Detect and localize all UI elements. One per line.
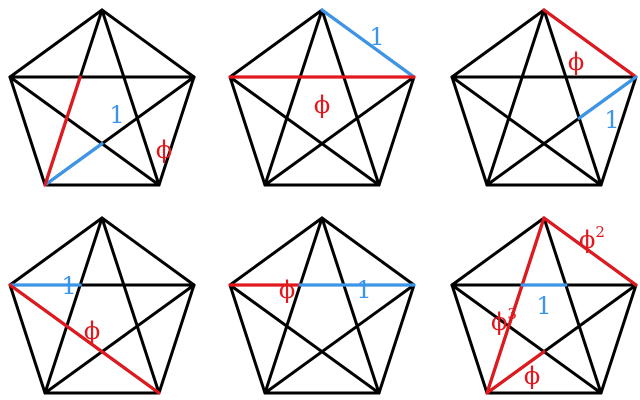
pentagon-edge bbox=[320, 216, 416, 287]
segment-label-value: ϕ bbox=[156, 136, 172, 164]
pentagon-edge bbox=[228, 75, 267, 187]
highlight-segment-blue bbox=[43, 142, 104, 187]
highlight-segment-blue bbox=[320, 8, 416, 79]
segment-label-value: 1 bbox=[61, 272, 76, 300]
segment-label-value: ϕ bbox=[579, 226, 595, 254]
star-diagonal bbox=[263, 75, 416, 187]
highlight-segment-blue bbox=[577, 75, 638, 120]
segment-label-exponent: 2 bbox=[595, 223, 605, 241]
segment-label-value: 1 bbox=[536, 292, 551, 320]
segment-label-value: ϕ bbox=[279, 276, 295, 304]
star-diagonal bbox=[485, 8, 546, 187]
segment-label: ϕ bbox=[314, 91, 330, 119]
star-diagonal bbox=[43, 283, 196, 395]
pentagon-edge bbox=[377, 283, 416, 395]
star-diagonal bbox=[450, 283, 603, 395]
segment-label-value: ϕ bbox=[568, 48, 584, 76]
segment-label-value: ϕ bbox=[84, 317, 100, 345]
pentagon-edge bbox=[8, 8, 104, 79]
star-diagonal bbox=[542, 216, 603, 395]
star-diagonal bbox=[100, 8, 161, 187]
pentagon-edge bbox=[228, 283, 267, 395]
highlight-segment-red bbox=[485, 350, 546, 395]
pentagon-edge bbox=[599, 75, 638, 187]
pentagon-edge bbox=[100, 8, 196, 79]
star-diagonal bbox=[450, 75, 603, 187]
highlight-segment-red bbox=[542, 8, 638, 79]
segment-label-value: 1 bbox=[604, 106, 619, 134]
pentagon-edge bbox=[377, 75, 416, 187]
segment-label: 1 bbox=[604, 106, 619, 134]
segment-label: ϕ bbox=[156, 136, 172, 164]
pentagon-edge bbox=[228, 8, 324, 79]
star-diagonal bbox=[228, 75, 381, 187]
star-diagonal bbox=[43, 216, 104, 395]
pentagon-edge bbox=[228, 216, 324, 287]
pentagon-edge bbox=[8, 283, 47, 395]
pentagon-edge bbox=[157, 75, 196, 187]
pentagon-edge bbox=[157, 283, 196, 395]
pentagon-edge bbox=[450, 75, 489, 187]
pentagon-edge bbox=[450, 283, 489, 395]
segment-label-value: 1 bbox=[369, 23, 384, 51]
segment-label-value: 1 bbox=[109, 101, 124, 129]
star-diagonal bbox=[263, 283, 416, 395]
highlight-segment-red bbox=[43, 75, 82, 187]
panel-1: 1ϕ bbox=[8, 8, 196, 187]
segment-label: 1 bbox=[356, 276, 371, 304]
pentagon-edge bbox=[599, 283, 638, 395]
pentagon-edge bbox=[8, 75, 47, 187]
segment-label: ϕ bbox=[524, 362, 540, 390]
star-diagonal bbox=[228, 283, 381, 395]
segment-label: ϕ bbox=[568, 48, 584, 76]
star-diagonal bbox=[320, 8, 381, 187]
pentagon-edge bbox=[450, 216, 546, 287]
star-diagonal bbox=[100, 216, 161, 395]
segment-label-value: ϕ bbox=[314, 91, 330, 119]
segment-label: ϕ bbox=[279, 276, 295, 304]
panel-4: 1ϕ bbox=[8, 216, 196, 395]
segment-label: ϕ bbox=[84, 317, 100, 345]
panel-3: ϕ1 bbox=[450, 8, 638, 187]
highlight-segment-red bbox=[542, 216, 638, 287]
panel-2: 1ϕ bbox=[228, 8, 416, 187]
pentagon-edge bbox=[450, 8, 546, 79]
segment-label: 1 bbox=[109, 101, 124, 129]
star-diagonal bbox=[263, 8, 324, 187]
star-diagonal bbox=[320, 216, 381, 395]
pentagon-edge bbox=[8, 216, 104, 287]
segment-label: ϕ3 bbox=[491, 305, 517, 336]
segment-label: ϕ2 bbox=[579, 223, 605, 254]
star-diagonal bbox=[542, 8, 603, 187]
segment-label: 1 bbox=[536, 292, 551, 320]
segment-label: 1 bbox=[369, 23, 384, 51]
star-diagonal bbox=[8, 75, 161, 187]
segment-label-value: ϕ bbox=[524, 362, 540, 390]
star-diagonal bbox=[263, 216, 324, 395]
segment-label-exponent: 3 bbox=[507, 305, 517, 323]
pentagon-edge bbox=[100, 216, 196, 287]
segment-label-value: 1 bbox=[356, 276, 371, 304]
highlight-segment-red bbox=[8, 283, 161, 395]
segment-label: 1 bbox=[61, 272, 76, 300]
segment-label-value: ϕ bbox=[491, 308, 507, 336]
highlight-segment-red bbox=[485, 216, 546, 395]
